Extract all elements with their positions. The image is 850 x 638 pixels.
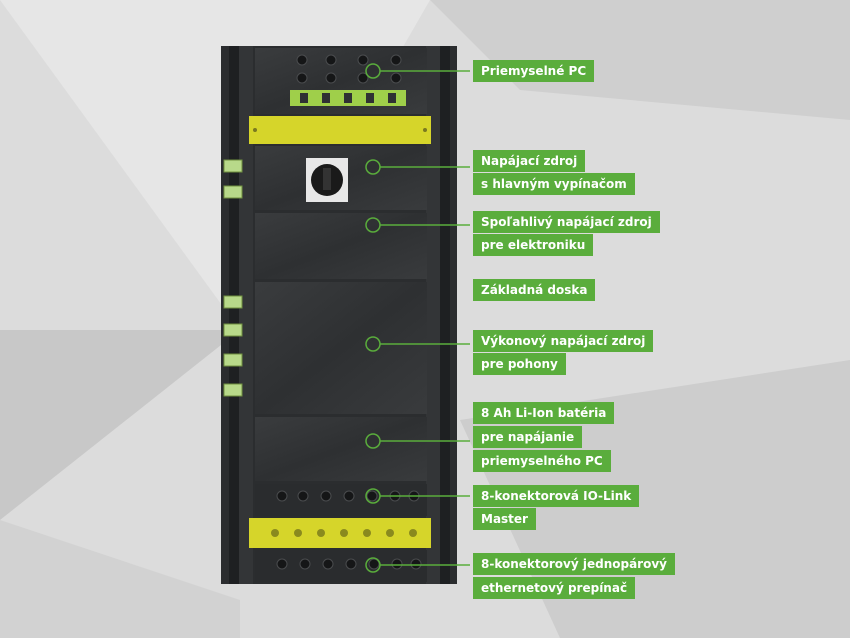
electronics-power-supply-module <box>255 213 427 279</box>
label-drive-psu-line2: pre pohony <box>473 353 566 375</box>
label-switch-line2: ethernetový prepínač <box>473 577 636 599</box>
main-power-supply-module <box>255 146 427 210</box>
side-connectors <box>223 159 243 397</box>
industrial-pc-module <box>255 48 427 114</box>
label-drive-psu-line1: Výkonový napájací zdroj <box>473 330 654 352</box>
label-mainboard: Základná doska <box>473 279 596 301</box>
yellow-cover-top <box>249 116 431 144</box>
label-iolink-line2: Master <box>473 508 536 530</box>
label-electronics-psu-line1: Spoľahlivý napájací zdroj <box>473 211 660 233</box>
label-battery-line3: priemyselného PC <box>473 450 611 472</box>
label-battery-line1: 8 Ah Li-Ion batéria <box>473 402 615 424</box>
label-battery-line2: pre napájanie <box>473 426 583 448</box>
label-iolink-line1: 8-konektorová IO-Link <box>473 485 640 507</box>
label-industrial-pc: Priemyselné PC <box>473 60 595 82</box>
battery-module <box>255 417 427 481</box>
callout-lines <box>365 63 470 573</box>
label-main-psu-line2: s hlavným vypínačom <box>473 173 635 195</box>
label-switch-line1: 8-konektorový jednopárový <box>473 553 675 575</box>
ethernet-switch-module <box>255 550 427 582</box>
label-main-psu-line1: Napájací zdroj <box>473 150 586 172</box>
drive-power-supply-module <box>255 282 427 414</box>
yellow-cover-bottom <box>249 518 431 548</box>
iolink-master-module <box>255 484 427 516</box>
label-electronics-psu-line2: pre elektroniku <box>473 234 594 256</box>
